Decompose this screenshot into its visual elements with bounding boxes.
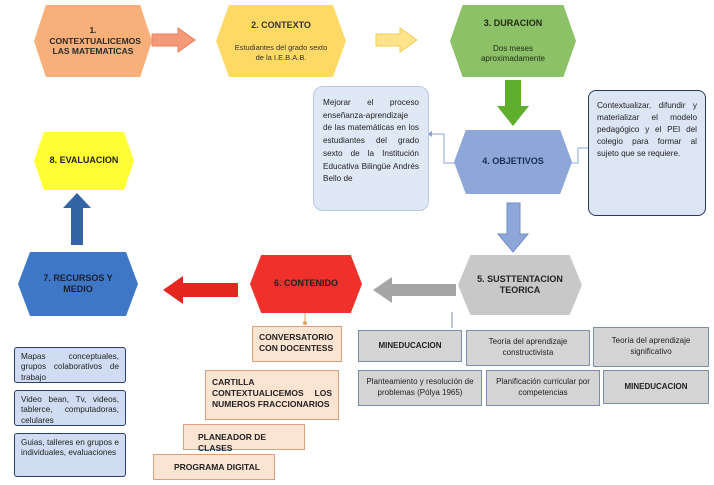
node-6-contenido: 6. CONTENIDO [250,255,362,313]
resource-item-2: Video bean, Tv, videos, tablerce, comput… [14,390,126,426]
arrow-2-to-3 [375,27,418,53]
node-2-title: 2. CONTEXTO [251,20,311,30]
node-3-duracion: 3. DURACION Dos meses aproximadamente [450,5,576,77]
node-3-title: 3. DURACION [483,18,543,29]
arrow-7-to-8 [63,193,91,245]
node-4-objetivos: 4. OBJETIVOS [454,130,572,194]
arrow-5-to-6 [373,277,456,303]
content-item-2: CARTILLA CONTEXTUALICEMOS LOS NUMEROS FR… [205,370,339,420]
node-1-contextualicemos: 1. CONTEXTUALICEMOS LAS MATEMATICAS [34,5,152,77]
arrow-1-to-2 [151,27,196,53]
theory-box-1: MINEDUCACION [358,330,462,362]
arrow-6-to-7 [163,276,238,304]
resource-item-3: Guias, talleres en grupos e individuales… [14,433,126,477]
node-5-sustentacion: 5. SUSTTENTACION TEORICA [458,255,582,315]
arrow-4-to-5 [496,202,530,253]
theory-box-2: Teoría del aprendizaje constructivista [466,330,590,366]
content-item-4: PROGRAMA DIGITAL [153,454,275,480]
content-item-1: CONVERSATORIO CON DOCENTESS [252,326,342,362]
node-3-subtitle: Dos meses aproximadamente [480,43,546,63]
theory-box-4: Planteamiento y resolución de problemas … [358,370,482,406]
theory-box-5: Planificación curricular por competencia… [486,370,600,406]
connector-objectives-right [567,147,588,164]
theory-box-6: MINEDUCACION [603,370,709,404]
resource-item-1: Mapas conceptuales, grupos colaborativos… [14,347,126,383]
objective-right-note: Contextualizar, difundir y materializar … [588,90,706,216]
node-8-evaluacion: 8. EVALUACION [34,132,134,190]
arrow-3-to-4 [497,80,529,126]
objective-left-note: Mejorar el proceso enseñanza-aprendizaje… [313,86,429,211]
node-2-contexto: 2. CONTEXTO Estudiantes del grado sexto … [216,5,346,77]
node-7-recursos: 7. RECURSOS Y MEDIO [18,252,138,316]
content-item-3: PLANEADOR DE CLASES [183,424,305,453]
node-2-subtitle: Estudiantes del grado sexto de la I.E.B.… [234,43,328,62]
theory-box-3: Teoría del aprendizaje significativo [593,327,709,367]
connector-objectives-left [432,133,459,164]
